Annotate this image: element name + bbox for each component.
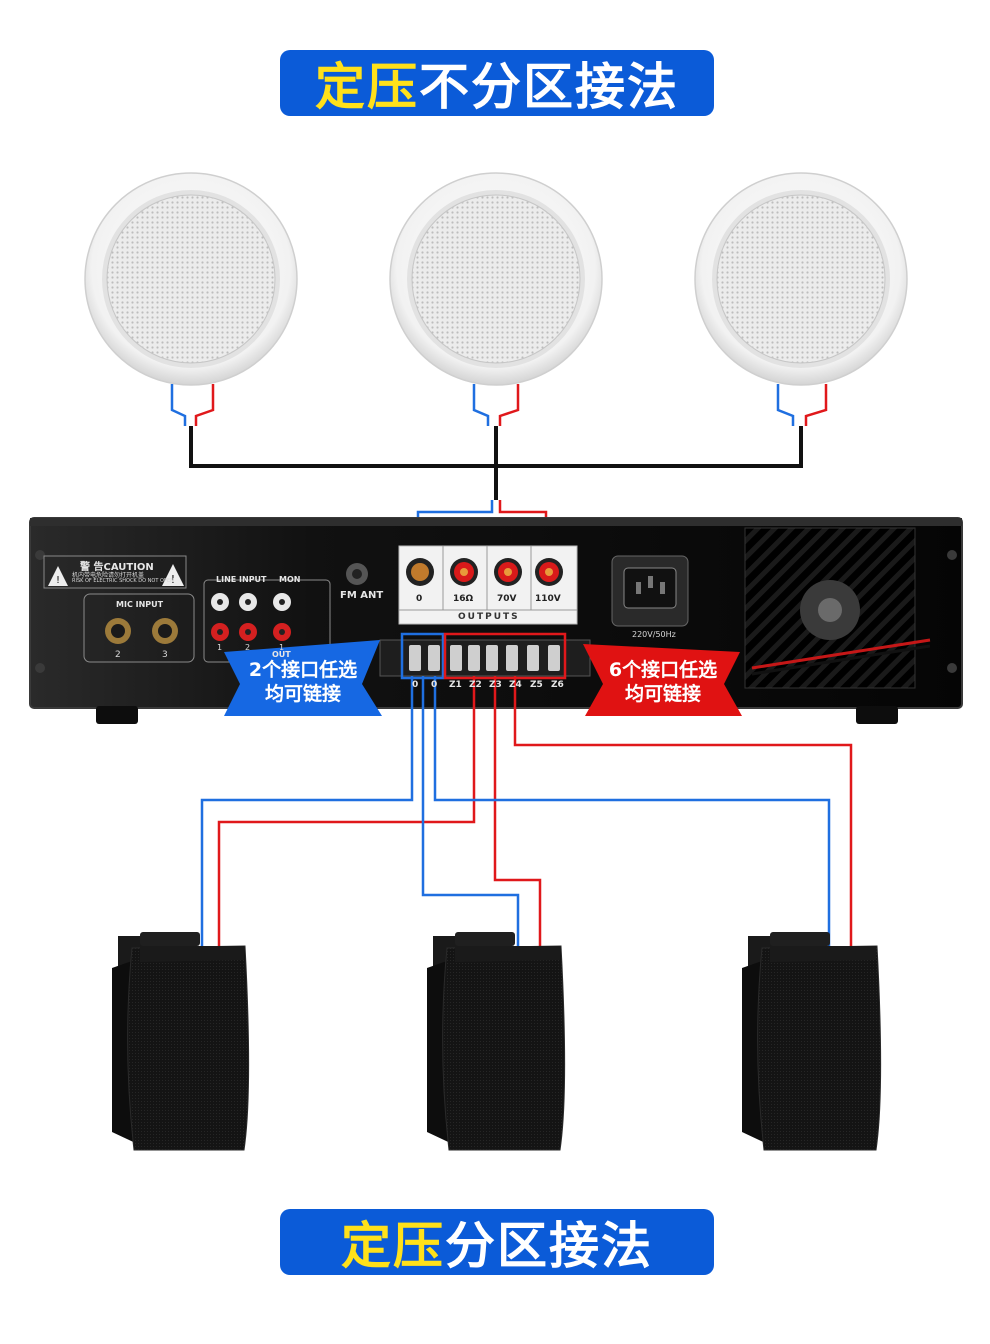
amplifier: ! ! <box>29 517 963 724</box>
mon-label: MON <box>279 575 301 584</box>
callout-right-text: 6个接口任选 均可链接 <box>598 658 728 706</box>
output-label-0: 0 <box>416 594 423 604</box>
mic-input-label: MIC INPUT <box>116 600 164 609</box>
warning-triangle-icon <box>48 566 68 586</box>
rca-jacks-red <box>211 623 291 641</box>
zone-label-z1: Z1 <box>449 680 462 690</box>
title-bottom-rest: 分区接法 <box>445 1217 653 1275</box>
output-terminal-70v <box>494 558 522 586</box>
title-top-rest: 不分区接法 <box>419 58 679 116</box>
mic-jack-3 <box>152 618 178 644</box>
callout-left-line: 2个接口任选 均可链接 <box>248 659 358 705</box>
outputs-label: OUTPUTS <box>458 612 520 622</box>
ceiling-speaker-2 <box>389 172 603 386</box>
ceiling-speaker-3 <box>694 172 908 386</box>
power-label: 220V/50Hz <box>632 630 676 639</box>
output-terminal-110v <box>535 558 563 586</box>
callout-right <box>583 644 742 716</box>
caution-line-2: RISK OF ELECTRIC SHOCK DO NOT OPEN <box>72 578 174 584</box>
title-banner-bottom: 定压分区接法 <box>280 1209 714 1275</box>
bottom-wiring <box>200 676 853 948</box>
rca-number-3: 1 <box>279 643 285 652</box>
svg-text:!: ! <box>56 575 60 586</box>
mic-jack-number-3: 3 <box>162 650 168 660</box>
output-label-16ohm: 16Ω <box>453 594 474 604</box>
zone-label-z5: Z5 <box>530 680 543 690</box>
wall-speaker-3 <box>742 932 882 1151</box>
callout-left <box>224 640 382 716</box>
zone-label-z4: Z4 <box>509 680 522 690</box>
zone-terminals-highlight <box>443 632 567 680</box>
output-terminal-16ohm <box>450 558 478 586</box>
fm-antenna-jack <box>346 563 368 585</box>
warning-triangle-icon-2 <box>162 564 184 586</box>
rca-number-2: 2 <box>245 643 251 652</box>
output-label-110v: 110V <box>535 594 561 604</box>
zone-label-z6: Z6 <box>551 680 564 690</box>
svg-text:!: ! <box>171 573 175 586</box>
zone-label-0a: 0 <box>412 680 419 690</box>
line-input-label: LINE INPUT <box>216 575 267 584</box>
callout-right-line: 6个接口任选 均可链接 <box>608 659 718 705</box>
zone-screw-terminals <box>409 645 560 671</box>
out-label: OUT <box>272 650 291 659</box>
zone-label-0b: 0 <box>431 680 438 690</box>
caution-label: 警 告CAUTION <box>80 562 154 573</box>
fm-ant-label: FM ANT <box>340 590 384 601</box>
wall-speaker-1 <box>112 932 250 1151</box>
rca-number-1: 1 <box>217 643 223 652</box>
title-top-highlight: 定压 <box>315 58 419 116</box>
output-terminal-0 <box>406 558 434 586</box>
mic-jack-number-2: 2 <box>115 650 121 660</box>
zone-label-z3: Z3 <box>489 680 502 690</box>
output-label-70v: 70V <box>497 594 517 604</box>
mic-jack-2 <box>105 618 131 644</box>
rca-jacks-white <box>211 593 291 611</box>
callout-left-text: 2个接口任选 均可链接 <box>238 658 368 706</box>
zone-label-z2: Z2 <box>469 680 482 690</box>
ceiling-speaker-1 <box>84 172 298 386</box>
caution-line-1: 机内带电危险请勿打开机盖 <box>72 572 145 579</box>
wall-speaker-2 <box>427 932 566 1151</box>
title-banner-top: 定压不分区接法 <box>280 50 714 116</box>
title-bottom-highlight: 定压 <box>341 1217 445 1275</box>
